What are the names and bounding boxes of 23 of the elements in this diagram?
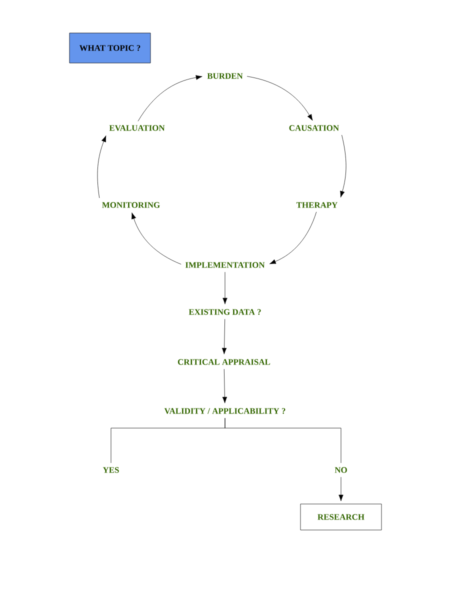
- arrow: [338, 476, 344, 502]
- step-label: BURDEN: [207, 73, 243, 79]
- step-label: MONITORING: [102, 202, 160, 208]
- step-label: IMPLEMENTATION: [185, 262, 265, 268]
- answer-label: YES: [102, 467, 119, 473]
- arrow: [222, 318, 227, 354]
- arrow: [138, 75, 202, 122]
- arrow: [222, 272, 228, 304]
- step-label: EXISTING DATA ?: [188, 309, 261, 315]
- arrow: [269, 212, 317, 264]
- answer-label: NO: [334, 467, 347, 473]
- arrow: [246, 76, 313, 121]
- step-label: CRITICAL APPRAISAL: [178, 359, 270, 365]
- arrow: [340, 134, 346, 198]
- step-label: CAUSATION: [289, 125, 339, 131]
- step-label: VALIDITY / APPLICABILITY ?: [164, 408, 286, 414]
- arrow: [97, 136, 106, 198]
- arrow: [132, 212, 182, 264]
- step-label: THERAPY: [296, 202, 338, 208]
- question-box: WHAT TOPIC ?: [69, 32, 151, 64]
- result-box: RESEARCH: [300, 504, 382, 530]
- arrow: [222, 368, 228, 404]
- step-label: EVALUATION: [109, 125, 165, 131]
